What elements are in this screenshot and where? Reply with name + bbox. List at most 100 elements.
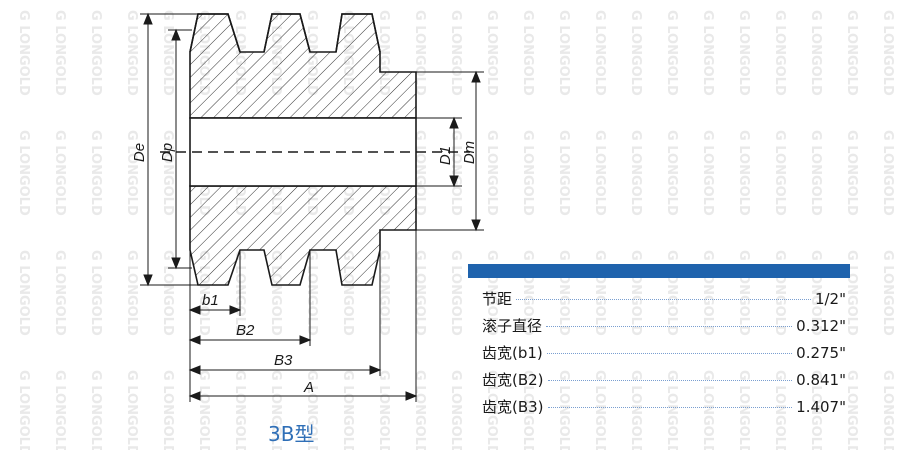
watermark-text: G LONGOLD <box>880 370 895 450</box>
watermark-text: G LONGOLD <box>160 10 175 96</box>
spec-value: 1.407" <box>796 398 846 416</box>
watermark-text: G LONGOLD <box>88 250 103 336</box>
watermark-text: G LONGOLD <box>124 10 139 96</box>
watermark-text: G LONGOLD <box>52 250 67 336</box>
watermark-text: G LONGOLD <box>664 130 679 216</box>
spec-row-tooth-width-b3: 齿宽(B3) 1.407" <box>482 396 850 423</box>
watermark-text: G LONGOLD <box>844 10 859 96</box>
dotted-leader <box>546 326 793 327</box>
watermark-text: G LONGOLD <box>196 370 211 450</box>
watermark-text: G LONGOLD <box>556 370 571 450</box>
label-a: A <box>304 379 315 396</box>
watermark-text: G LONGOLD <box>16 10 31 96</box>
label-b2: B2 <box>236 322 255 339</box>
watermark-text: G LONGOLD <box>124 250 139 336</box>
watermark-text: G LONGOLD <box>52 370 67 450</box>
spec-value: 0.312" <box>796 317 846 335</box>
dotted-leader <box>547 407 793 408</box>
dimension-lines <box>140 12 484 402</box>
watermark-text: G LONGOLD <box>52 10 67 96</box>
watermark-text: G LONGOLD <box>16 370 31 450</box>
watermark-text: G LONGOLD <box>376 370 391 450</box>
spec-value: 0.275" <box>796 344 846 362</box>
watermark-text: G LONGOLD <box>664 10 679 96</box>
watermark-text: G LONGOLD <box>88 130 103 216</box>
watermark-text: G LONGOLD <box>772 370 787 450</box>
dotted-leader <box>547 380 793 381</box>
watermark-text: G LONGOLD <box>844 130 859 216</box>
watermark-text: G LONGOLD <box>736 370 751 450</box>
watermark-text: G LONGOLD <box>304 250 319 336</box>
label-b1: b1 <box>202 292 219 309</box>
watermark-text: G LONGOLD <box>880 130 895 216</box>
spec-value: 1/2" <box>814 290 846 308</box>
spec-panel: 节距 1/2" 滚子直径 0.312" 齿宽(b1) 0.275" 齿宽(B2)… <box>468 264 850 423</box>
spec-label: 齿宽(B3) <box>482 398 544 416</box>
spec-list: 节距 1/2" 滚子直径 0.312" 齿宽(b1) 0.275" 齿宽(B2)… <box>468 278 850 423</box>
watermark-text: G LONGOLD <box>16 130 31 216</box>
sprocket-body <box>160 13 470 286</box>
watermark-text: G LONGOLD <box>808 370 823 450</box>
watermark-text: G LONGOLD <box>628 370 643 450</box>
watermark-text: G LONGOLD <box>448 370 463 450</box>
watermark-text: G LONGOLD <box>700 130 715 216</box>
label-de: De <box>131 142 149 163</box>
spec-row-tooth-width-b1: 齿宽(b1) 0.275" <box>482 342 850 369</box>
watermark-text: G LONGOLD <box>808 10 823 96</box>
spec-label: 齿宽(b1) <box>482 344 543 362</box>
spec-row-tooth-width-b2: 齿宽(B2) 0.841" <box>482 369 850 396</box>
watermark-text: G LONGOLD <box>700 370 715 450</box>
watermark-text: G LONGOLD <box>268 370 283 450</box>
label-dp: Dp <box>159 142 177 163</box>
watermark-text: G LONGOLD <box>520 370 535 450</box>
watermark-text: G LONGOLD <box>556 10 571 96</box>
watermark-text: G LONGOLD <box>880 250 895 336</box>
watermark-text: G LONGOLD <box>484 130 499 216</box>
watermark-text: G LONGOLD <box>520 10 535 96</box>
watermark-text: G LONGOLD <box>484 370 499 450</box>
dotted-leader <box>516 299 811 300</box>
watermark-text: G LONGOLD <box>736 130 751 216</box>
label-b3: B3 <box>274 352 293 369</box>
watermark-text: G LONGOLD <box>88 10 103 96</box>
watermark-text: G LONGOLD <box>880 10 895 96</box>
watermark-text: G LONGOLD <box>736 10 751 96</box>
model-type-label: 3B型 <box>268 422 315 446</box>
watermark-text: G LONGOLD <box>160 250 175 336</box>
watermark-text: G LONGOLD <box>340 370 355 450</box>
watermark-text: G LONGOLD <box>592 370 607 450</box>
watermark-text: G LONGOLD <box>88 370 103 450</box>
watermark-text: G LONGOLD <box>556 130 571 216</box>
watermark-text: G LONGOLD <box>664 370 679 450</box>
watermark-text: G LONGOLD <box>520 130 535 216</box>
spec-header-bar <box>468 264 850 278</box>
watermark-text: G LONGOLD <box>592 10 607 96</box>
spec-row-pitch: 节距 1/2" <box>482 288 850 315</box>
spec-label: 齿宽(B2) <box>482 371 544 389</box>
watermark-text: G LONGOLD <box>160 370 175 450</box>
watermark-text: G LONGOLD <box>844 370 859 450</box>
watermark-text: G LONGOLD <box>232 370 247 450</box>
watermark-text: G LONGOLD <box>448 250 463 336</box>
watermark-text: G LONGOLD <box>700 10 715 96</box>
watermark-text: G LONGOLD <box>52 130 67 216</box>
watermark-text: G LONGOLD <box>124 130 139 216</box>
dotted-leader <box>546 353 793 354</box>
watermark-text: G LONGOLD <box>124 370 139 450</box>
watermark-text: G LONGOLD <box>628 10 643 96</box>
watermark-text: G LONGOLD <box>808 130 823 216</box>
spec-row-roller-diameter: 滚子直径 0.312" <box>482 315 850 342</box>
watermark-text: G LONGOLD <box>304 370 319 450</box>
watermark-text: G LONGOLD <box>592 130 607 216</box>
watermark-text: G LONGOLD <box>772 10 787 96</box>
label-d1: D1 <box>437 145 455 166</box>
watermark-text: G LONGOLD <box>448 10 463 96</box>
watermark-text: G LONGOLD <box>628 130 643 216</box>
spec-label: 滚子直径 <box>482 317 543 335</box>
watermark-text: G LONGOLD <box>16 250 31 336</box>
watermark-text: G LONGOLD <box>484 10 499 96</box>
spec-value: 0.841" <box>796 371 846 389</box>
label-dm: Dm <box>461 140 479 165</box>
watermark-text: G LONGOLD <box>772 130 787 216</box>
